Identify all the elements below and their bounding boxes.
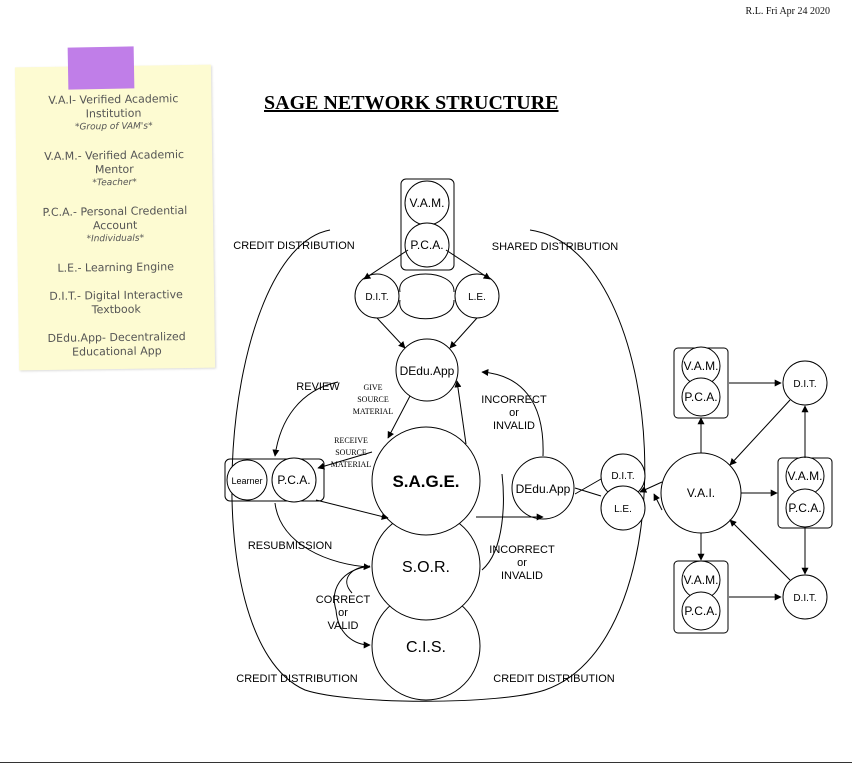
- label-incorrect-bottom-2: or: [517, 557, 527, 569]
- label-credit-dist-tl: CREDIT DISTRIBUTION: [233, 240, 354, 252]
- label-resubmission: RESUBMISSION: [248, 540, 332, 552]
- label-vai: V.A.I.: [687, 486, 715, 500]
- label-incorrect-bottom-3: INVALID: [501, 570, 543, 582]
- edge-correct-up: [346, 565, 369, 594]
- edge-link-dit-le-top: [399, 273, 455, 293]
- edge-link-dit-le: [399, 299, 455, 320]
- label-incorrect-top-1: INCORRECT: [481, 394, 547, 406]
- node-pca-r1: [681, 377, 721, 417]
- label-pca-r2: P.C.A.: [788, 501, 821, 515]
- label-le-mid: L.E.: [614, 504, 632, 515]
- label-give-2: SOURCE: [357, 395, 389, 404]
- node-pca-r2: [785, 488, 825, 528]
- node-pca-learner: [271, 457, 317, 503]
- edge-review: [272, 381, 339, 457]
- edge-vai-to-dit: [639, 481, 663, 493]
- label-pca-r3: P.C.A.: [684, 604, 717, 618]
- edge-incorrect-bottom: [481, 473, 504, 571]
- label-credit-dist-bl: CREDIT DISTRIBUTION: [236, 673, 357, 685]
- label-correct-2: or: [338, 607, 348, 619]
- label-incorrect-bottom-1: INCORRECT: [489, 544, 555, 556]
- label-incorrect-top-3: INVALID: [493, 420, 535, 432]
- edge-sage-to-pca: [317, 451, 373, 470]
- label-receive-3: MATERIAL: [331, 460, 372, 469]
- label-pca-top: P.C.A.: [410, 238, 443, 252]
- edge-dit-to-dedu-right: [574, 478, 602, 495]
- label-dedu-right: DEdu.App: [516, 482, 571, 496]
- edge-dedu-to-sage: [387, 395, 411, 439]
- node-le-mid: [600, 485, 646, 531]
- label-credit-dist-br: CREDIT DISTRIBUTION: [493, 673, 614, 685]
- label-incorrect-top-2: or: [509, 407, 519, 419]
- label-dit-mid: D.I.T.: [611, 471, 634, 482]
- page-title: SAGE NETWORK STRUCTURE: [264, 92, 559, 114]
- edge-incorrect-top: [481, 369, 544, 457]
- label-vam-r3: V.A.M.: [684, 573, 719, 587]
- edge-pca-to-le: [445, 249, 491, 280]
- label-receive-1: RECEIVE: [334, 436, 368, 445]
- label-vam-r2: V.A.M.: [788, 469, 823, 483]
- label-le-top: L.E.: [468, 292, 486, 303]
- edge-pca-to-dit: [363, 249, 409, 280]
- label-review: REVIEW: [296, 381, 340, 393]
- label-receive-2: SOURCE: [335, 448, 367, 457]
- label-dit-top: D.I.T.: [365, 292, 388, 303]
- edge-dit1-to-vai: [729, 399, 791, 466]
- label-pca-r1: P.C.A.: [684, 390, 717, 404]
- label-dedu-top: DEdu.App: [400, 364, 455, 378]
- node-learner: [226, 459, 268, 501]
- network-boundary: [231, 229, 646, 702]
- node-dedu-top: [395, 338, 459, 402]
- edge-dit-to-dedu: [376, 317, 406, 349]
- edge-pca-to-sage: [315, 499, 389, 520]
- node-sage: [371, 426, 481, 536]
- label-cis: C.I.S.: [406, 639, 446, 656]
- learner-box: [224, 458, 325, 502]
- label-vam-top: V.A.M.: [410, 196, 445, 210]
- label-dit-r3: D.I.T.: [793, 593, 816, 604]
- node-pca-top: [404, 222, 450, 268]
- node-pca-r3: [681, 591, 721, 631]
- top-member-box: [400, 178, 455, 271]
- node-dit-r1: [782, 360, 828, 406]
- label-vam-r1: V.A.M.: [684, 359, 719, 373]
- edge-vai-to-le: [653, 493, 663, 511]
- label-give-3: MATERIAL: [353, 407, 394, 416]
- edge-dit3-to-vai: [729, 519, 791, 581]
- label-sor: S.O.R.: [402, 559, 450, 576]
- label-shared-dist: SHARED DISTRIBUTION: [492, 241, 619, 253]
- edge-le-to-dedu: [449, 317, 478, 349]
- edge-sage-to-dedu: [454, 380, 467, 445]
- edge-resubmission: [274, 502, 371, 571]
- node-dit-r3: [782, 574, 828, 620]
- label-learner: Learner: [231, 476, 262, 486]
- header-stamp: R.L. Fri Apr 24 2020: [745, 6, 830, 17]
- edge-le-to-dedu-right: [574, 487, 602, 497]
- edge-correct-left: [333, 565, 371, 649]
- label-correct-3: VALID: [328, 620, 359, 632]
- label-sage: S.A.G.E.: [392, 472, 459, 491]
- footer-rule: [0, 762, 852, 763]
- label-correct-1: CORRECT: [316, 594, 371, 606]
- label-give-1: GIVE: [363, 383, 382, 392]
- label-dit-r1: D.I.T.: [793, 379, 816, 390]
- label-pca-learner: P.C.A.: [277, 473, 310, 487]
